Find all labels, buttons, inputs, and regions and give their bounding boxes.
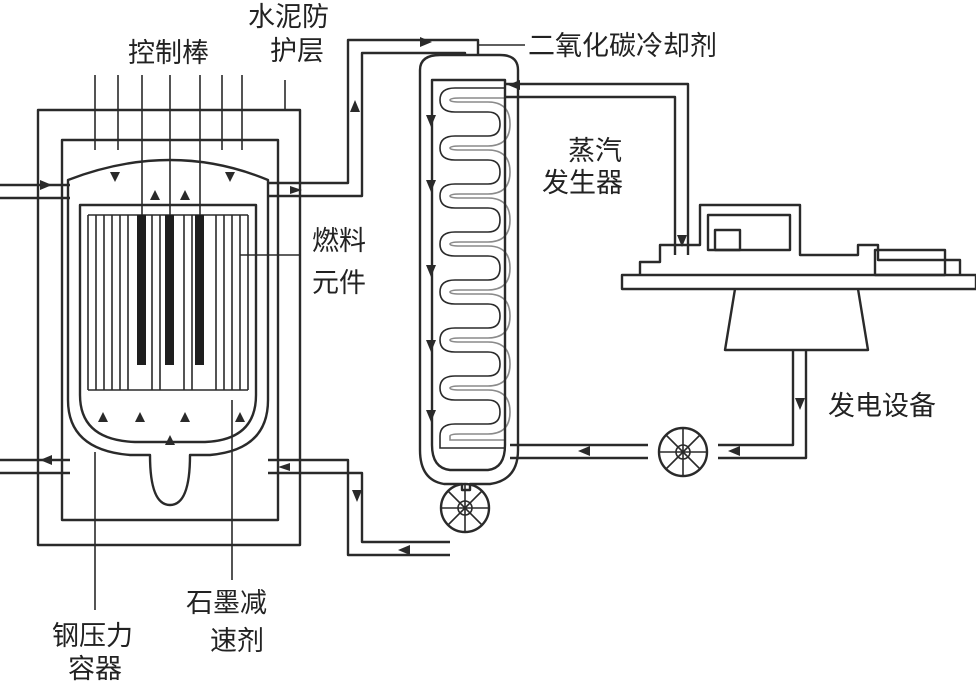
label-control-rods: 控制棒 — [128, 38, 209, 69]
feedwater-pump-icon — [657, 426, 709, 478]
steam-generator — [418, 53, 520, 492]
leader-lines — [94, 44, 525, 610]
concrete-shield — [36, 80, 302, 547]
control-rods — [94, 75, 243, 365]
label-concrete-shield-1: 水泥防 — [248, 2, 329, 33]
cold-gas-loop — [268, 458, 450, 557]
condensate-loop — [510, 350, 808, 460]
reactor-pipes — [0, 180, 70, 475]
label-power-equipment: 发电设备 — [828, 391, 936, 422]
steam-loop — [505, 80, 690, 255]
label-steam-generator-1: 蒸汽 — [568, 136, 622, 167]
turbine-generator — [620, 203, 976, 352]
label-co2-coolant: 二氧化碳冷却剂 — [528, 31, 717, 62]
gas-circulator-icon — [439, 482, 491, 534]
label-fuel-element-2: 元件 — [312, 268, 366, 299]
graphite-moderator — [87, 214, 249, 391]
label-concrete-shield-2: 护层 — [270, 36, 324, 67]
label-graphite-1: 石墨减 — [186, 588, 267, 619]
core-flow-arrows — [98, 172, 245, 445]
label-steel-vessel-1: 钢压力 — [52, 621, 133, 652]
label-steam-generator-2: 发生器 — [542, 168, 623, 199]
label-graphite-2: 速剂 — [210, 626, 264, 657]
label-steel-vessel-2: 容器 — [68, 654, 122, 681]
label-fuel-element-1: 燃料 — [312, 226, 366, 257]
